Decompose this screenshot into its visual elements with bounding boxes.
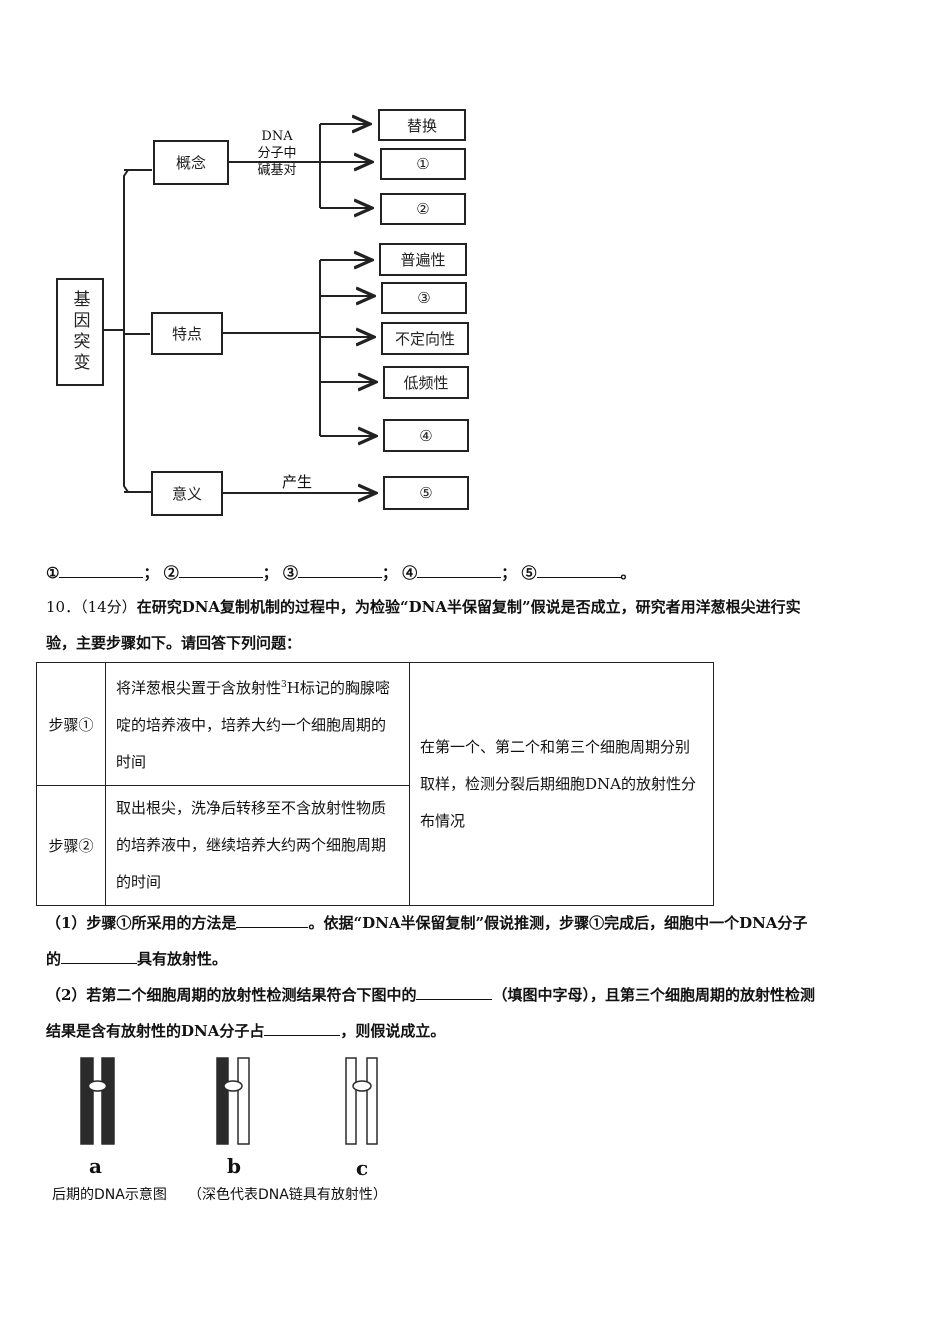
steps-table: 步骤① 将洋葱根尖置于含放射性3H标记的胸腺嘧啶的培养液中，培养大约一个细胞周期… xyxy=(36,662,714,906)
answer-blank[interactable] xyxy=(297,563,382,578)
node-feature: 特点 xyxy=(151,312,223,355)
step-description: 将洋葱根尖置于含放射性3H标记的胸腺嘧啶的培养液中，培养大约一个细胞周期的时间 xyxy=(105,662,410,786)
answer-blank[interactable] xyxy=(178,563,263,578)
subquestion-2-line2: 结果是含有放射性的DNA分子占 ，则假说成立。 xyxy=(46,1020,445,1041)
answer-blank[interactable] xyxy=(236,913,309,928)
edge-label-line: 分子中 xyxy=(257,146,297,161)
subquestion-2-line1: （2）若第二个细胞周期的放射性检测结果符合下图中的 （填图中字母），且第三个细胞周… xyxy=(46,984,815,1005)
blank-marker: ⑤ xyxy=(521,564,537,582)
answer-blank[interactable] xyxy=(264,1021,341,1036)
table-row: 步骤② 取出根尖，洗净后转移至不含放射性物质的培养液中，继续培养大约两个细胞周期… xyxy=(36,785,714,906)
dna-diagrams xyxy=(80,1057,378,1145)
blank-marker: ④ xyxy=(402,564,418,582)
target-box: 替换 xyxy=(378,109,466,141)
root-node: 基因突变 xyxy=(56,278,104,386)
question-stem-line1: 10．（14分）在研究DNA复制机制的过程中，为检验“DNA半保留复制”假说是否… xyxy=(46,596,801,617)
edge-label-meaning: 产生 xyxy=(282,473,313,491)
question-text: （1）步骤①所采用的方法是 xyxy=(46,914,237,932)
blank-marker: ② xyxy=(163,564,179,582)
question-text: 的 xyxy=(46,950,62,968)
answer-blanks-line: ①； ②； ③； ④； ⑤。 xyxy=(46,562,636,583)
question-text: ，则假说成立。 xyxy=(340,1022,446,1040)
question-text: （2）若第二个细胞周期的放射性检测结果符合下图中的 xyxy=(46,986,417,1004)
answer-blank[interactable] xyxy=(417,563,502,578)
question-text: （填图中字母），且第三个细胞周期的放射性检测 xyxy=(492,986,815,1004)
step-description: 取出根尖，洗净后转移至不含放射性物质的培养液中，继续培养大约两个细胞周期的时间 xyxy=(105,785,410,906)
dna-diagram-a xyxy=(80,1057,115,1145)
dna-label-b: b xyxy=(227,1154,241,1178)
dna-diagram-b xyxy=(216,1057,250,1145)
concept-map-connectors xyxy=(104,0,950,540)
step-text: H标记的胸腺嘧啶的培养液中，培养大约一个细胞周期的时间 xyxy=(116,679,390,771)
edge-label-line: 碱基对 xyxy=(257,163,297,178)
subquestion-1-line2: 的 具有放射性。 xyxy=(46,948,227,969)
step-text: 将洋葱根尖置于含放射性 xyxy=(116,679,282,697)
target-box: ⑤ xyxy=(383,476,469,510)
question-text: 。依据“DNA半保留复制”假说推测，步骤①完成后，细胞中一个DNA分子 xyxy=(308,914,808,932)
target-box: ② xyxy=(380,193,466,225)
subquestion-1-line1: （1）步骤①所采用的方法是 。依据“DNA半保留复制”假说推测，步骤①完成后，细胞… xyxy=(46,912,807,933)
separator: ； xyxy=(501,564,517,582)
figure-caption: 后期的DNA示意图 xyxy=(52,1187,167,1203)
table-row: 步骤① 将洋葱根尖置于含放射性3H标记的胸腺嘧啶的培养液中，培养大约一个细胞周期… xyxy=(36,662,714,906)
target-box: ③ xyxy=(381,282,467,314)
dna-diagram-c xyxy=(345,1057,378,1145)
edge-label-concept: DNA 分子中 碱基对 xyxy=(244,128,310,179)
question-stem-text: 在研究DNA复制机制的过程中，为检验“DNA半保留复制”假说是否成立，研究者用洋… xyxy=(136,598,801,616)
separator: ； xyxy=(381,564,397,582)
dna-label-c: c xyxy=(356,1156,369,1180)
target-box: ④ xyxy=(383,419,469,452)
dna-label-a: a xyxy=(89,1154,102,1178)
question-number: 10． xyxy=(46,598,81,616)
answer-blank[interactable] xyxy=(61,949,138,964)
question-text: 具有放射性。 xyxy=(137,950,228,968)
answer-blank[interactable] xyxy=(59,563,144,578)
node-concept: 概念 xyxy=(153,140,229,185)
target-box: 低频性 xyxy=(383,366,469,399)
superscript: 3 xyxy=(281,680,287,690)
target-box: 不定向性 xyxy=(381,322,469,355)
separator: ； xyxy=(262,564,278,582)
blank-marker: ① xyxy=(46,564,60,582)
separator: ； xyxy=(143,564,159,582)
step-label: 步骤② xyxy=(36,785,106,906)
edge-label-line: DNA xyxy=(261,129,293,144)
step-result-cell: 在第一个、第二个和第三个细胞周期分别取样，检测分裂后期细胞DNA的放射性分布情况 xyxy=(409,662,714,906)
answer-blank[interactable] xyxy=(416,985,493,1000)
question-stem-line2: 验，主要步骤如下。请回答下列问题： xyxy=(46,634,302,652)
answer-blank[interactable] xyxy=(536,563,621,578)
step-label: 步骤① xyxy=(36,662,106,786)
blank-marker: ③ xyxy=(282,564,298,582)
end-mark: 。 xyxy=(620,564,636,582)
question-score: （14分） xyxy=(80,598,137,616)
figure-legend-note: （深色代表DNA链具有放射性） xyxy=(188,1187,387,1203)
target-box: ① xyxy=(380,148,466,180)
question-text: 结果是含有放射性的DNA分子占 xyxy=(46,1022,265,1040)
node-meaning: 意义 xyxy=(151,471,223,516)
target-box: 普遍性 xyxy=(379,243,467,276)
